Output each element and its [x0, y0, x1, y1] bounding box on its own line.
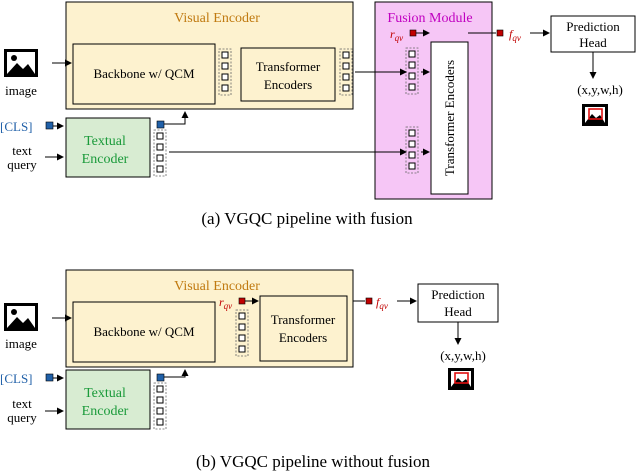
top-textual-line2: Encoder	[82, 152, 129, 167]
top-caption: (a) VGQC pipeline with fusion	[201, 209, 413, 228]
top-output-label: (x,y,w,h)	[577, 82, 623, 97]
top-transformer-box	[240, 47, 336, 102]
top-text-token-stack	[154, 130, 166, 176]
top-backbone-label: Backbone w/ QCM	[93, 66, 195, 81]
bottom-backbone-label: Backbone w/ QCM	[93, 324, 195, 339]
bottom-text-line1: text	[12, 396, 32, 411]
top-transformer-line2: Encoders	[264, 77, 312, 92]
top-cls-to-visual-arrow	[164, 111, 189, 125]
bottom-output-label: (x,y,w,h)	[440, 348, 486, 363]
top-output-icon	[581, 103, 609, 127]
top-transformer-line1: Transformer	[256, 59, 321, 74]
top-visual-encoder-title: Visual Encoder	[174, 11, 260, 26]
top-r-qv-label: rqv	[390, 27, 403, 43]
bottom-image-label: image	[5, 336, 37, 351]
bottom-backbone-box	[72, 301, 216, 363]
bottom-prediction-line1: Prediction	[431, 287, 485, 302]
top-r-qv-token	[409, 29, 417, 37]
top-prediction-line2: Head	[579, 35, 607, 50]
bottom-textual-line1: Textual	[84, 386, 126, 401]
top-cls-label: [CLS]	[0, 119, 33, 134]
bottom-text-line2: query	[7, 410, 37, 425]
bottom-output-icon	[447, 367, 475, 391]
bottom-transformer-line1: Transformer	[271, 312, 336, 327]
bottom-prediction-line2: Head	[444, 304, 472, 319]
bottom-prediction-head-box	[417, 283, 499, 323]
top-text-line1: text	[12, 143, 32, 158]
top-fusion-title: Fusion Module	[387, 11, 472, 26]
top-backbone-box	[72, 43, 216, 105]
bottom-r-qv-label: rqv	[219, 295, 232, 311]
top-f-qv-label: fqv	[509, 27, 521, 43]
bottom-pipeline: Visual Encoder Backbone w/ QCM rqv Trans…	[0, 269, 499, 471]
top-f-qv-token	[496, 29, 504, 37]
bottom-textual-encoder-box	[65, 369, 151, 430]
top-textual-line1: Textual	[84, 134, 126, 149]
top-prediction-line1: Prediction	[566, 19, 620, 34]
bottom-visual-encoder-title: Visual Encoder	[174, 279, 260, 294]
bottom-cls-label: [CLS]	[0, 371, 33, 386]
top-cls-out-token	[156, 120, 165, 129]
bottom-cls-in-token	[45, 373, 54, 382]
top-image-icon	[4, 49, 38, 77]
bottom-cls-to-visual-arrow	[164, 369, 189, 378]
bottom-f-qv-token	[365, 297, 373, 305]
bottom-r-qv-token	[238, 297, 246, 305]
bottom-transformer-line2: Encoders	[279, 330, 327, 345]
top-textual-encoder-box	[65, 117, 151, 178]
top-image-label: image	[5, 83, 37, 98]
bottom-text-token-stack	[154, 383, 166, 429]
bottom-transformer-box	[259, 295, 348, 362]
bottom-image-icon	[4, 303, 38, 331]
bottom-caption: (b) VGQC pipeline without fusion	[196, 452, 430, 471]
bottom-cls-out-token	[156, 373, 165, 382]
bottom-textual-line2: Encoder	[82, 404, 129, 419]
bottom-f-qv-label: fqv	[376, 295, 388, 311]
top-text-line2: query	[7, 157, 37, 172]
top-fusion-transformer-box	[430, 41, 469, 195]
top-pipeline: Visual Encoder Backbone w/ QCM Transform…	[0, 1, 636, 228]
top-cls-in-token	[45, 121, 54, 130]
top-fusion-transformer-label: Transformer Encoders	[442, 60, 457, 176]
top-prediction-head-box	[550, 15, 636, 53]
